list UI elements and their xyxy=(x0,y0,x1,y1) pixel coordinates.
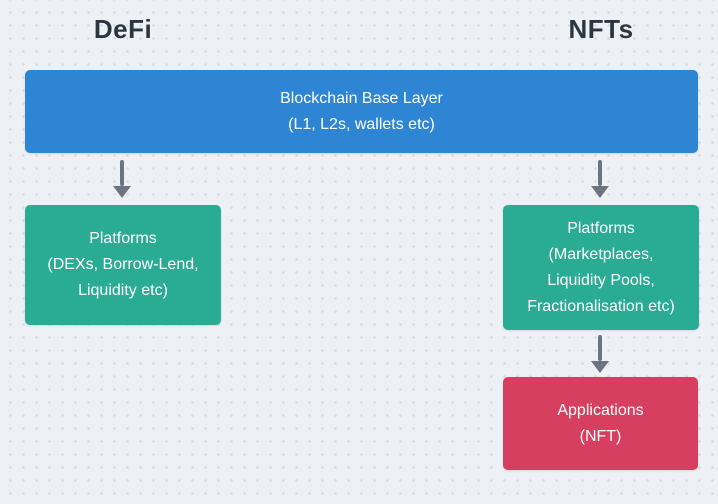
nfts-heading: NFTs xyxy=(568,14,634,44)
arrow-stem xyxy=(598,335,602,361)
arrow-head xyxy=(591,186,609,198)
down-arrow-icon xyxy=(591,335,609,373)
nft-applications-label: Applications (NFT) xyxy=(557,401,644,445)
blockchain-base-layer-label: Blockchain Base Layer (L1, L2s, wallets … xyxy=(280,89,443,133)
nft-applications-box: Applications (NFT) xyxy=(503,377,698,470)
arrow-stem xyxy=(598,160,602,186)
down-arrow-icon xyxy=(591,160,609,198)
down-arrow-icon xyxy=(113,160,131,198)
defi-heading: DeFi xyxy=(93,14,153,44)
blockchain-base-layer-box: Blockchain Base Layer (L1, L2s, wallets … xyxy=(25,70,698,153)
nft-platforms-label: Platforms (Marketplaces, Liquidity Pools… xyxy=(527,219,675,315)
nft-platforms-box: Platforms (Marketplaces, Liquidity Pools… xyxy=(503,205,699,330)
defi-platforms-label: Platforms (DEXs, Borrow-Lend, Liquidity … xyxy=(47,230,199,299)
arrow-head xyxy=(113,186,131,198)
defi-platforms-box: Platforms (DEXs, Borrow-Lend, Liquidity … xyxy=(25,205,221,325)
arrow-head xyxy=(591,361,609,373)
arrow-stem xyxy=(120,160,124,186)
